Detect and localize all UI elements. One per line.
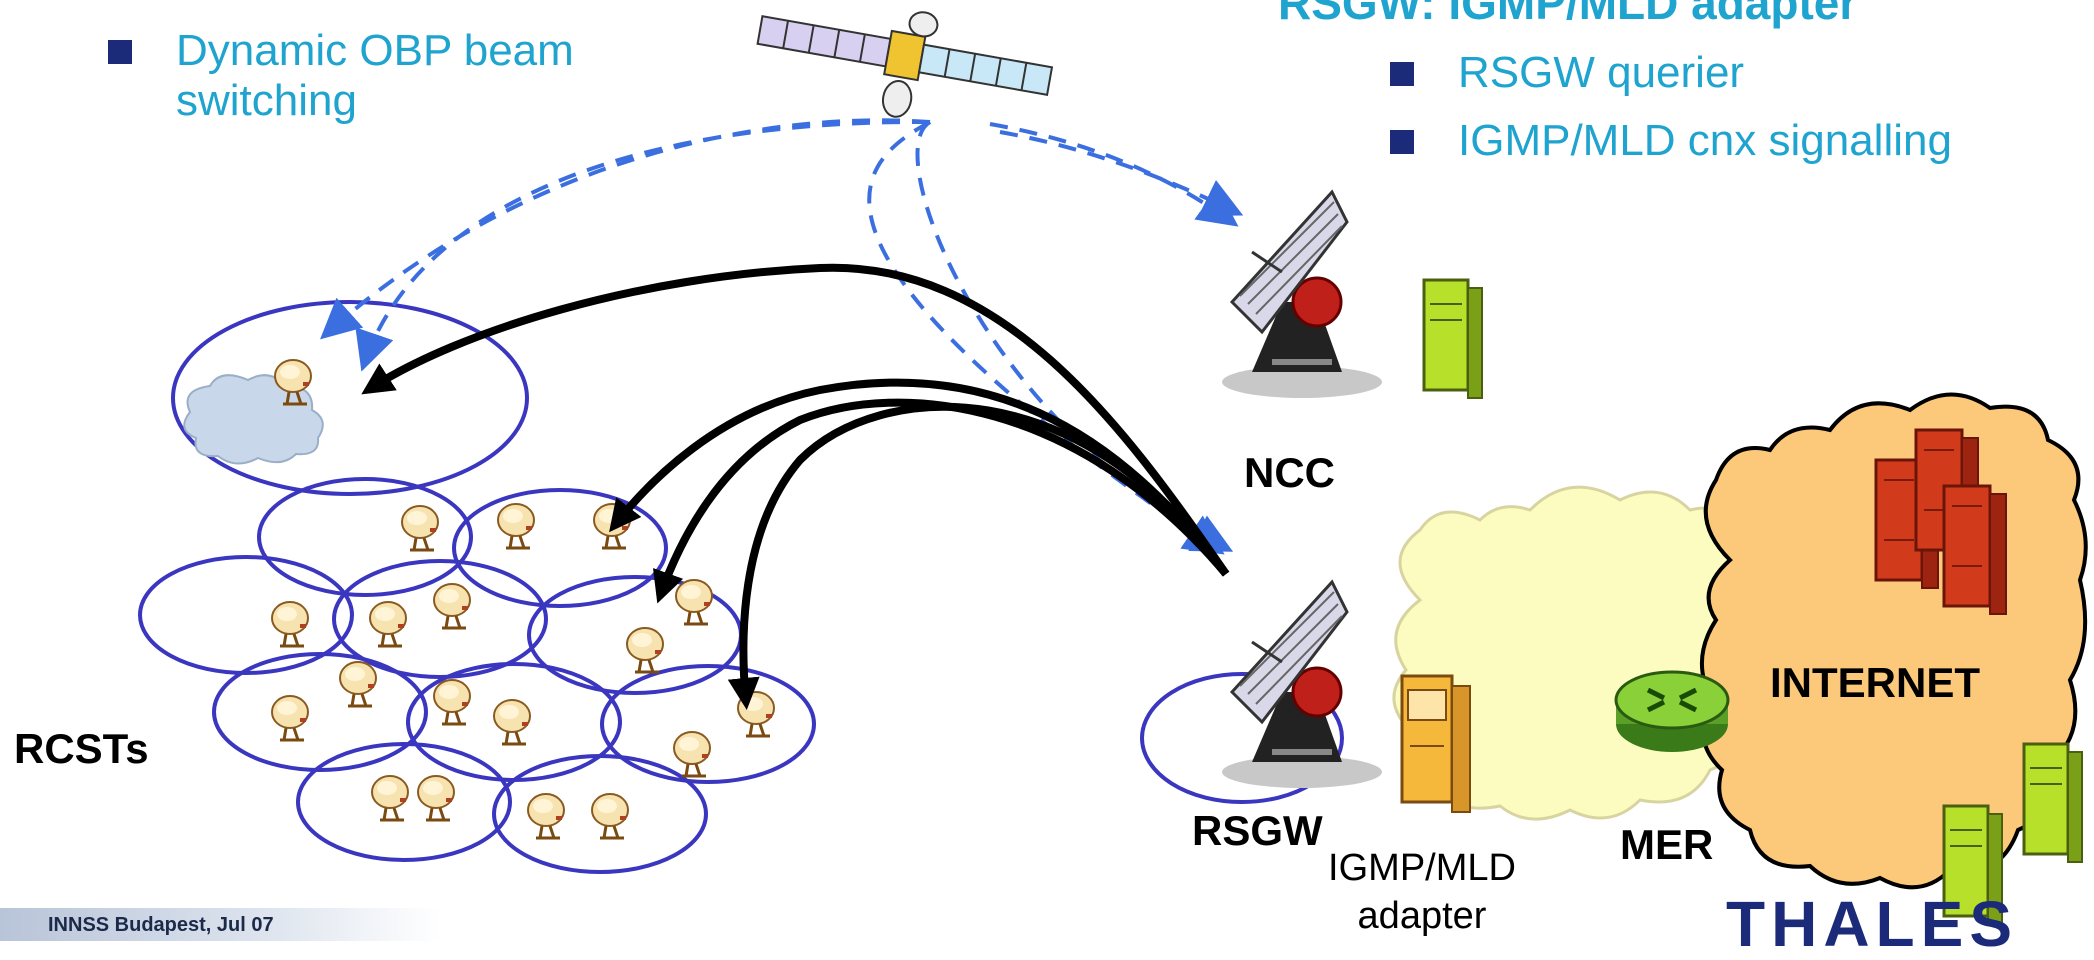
rcst-terminal-icon — [492, 698, 532, 746]
beam-ellipse — [212, 652, 428, 772]
dashed-link — [355, 119, 931, 372]
section-heading: RSGW: IGMP/MLD adapter — [1278, 0, 1858, 29]
thales-logo: THALES — [1726, 888, 2018, 960]
beam-ellipse — [257, 477, 473, 597]
bullet-line: Dynamic OBP beam — [176, 26, 574, 75]
left-bullet-item: Dynamic OBP beam switching — [108, 26, 574, 126]
dashed-link — [999, 130, 1244, 217]
beam-ellipse — [296, 742, 512, 862]
rcst-terminal-icon — [672, 730, 712, 778]
black-arrow — [361, 263, 1230, 577]
right-bullet-list: RSGW querier IGMP/MLD cnx signalling — [1390, 48, 1952, 166]
satellite-icon — [756, 11, 1054, 118]
right-bullet-item: RSGW querier — [1390, 48, 1952, 98]
rcst-terminal-icon — [370, 774, 410, 822]
footer-bar — [0, 908, 440, 941]
adapter-server-icon — [1400, 674, 1471, 813]
beam-ellipses — [138, 300, 1344, 874]
black-arrow — [653, 398, 1230, 604]
ncc-label: NCC — [1244, 449, 1335, 496]
dashed-link — [320, 118, 931, 340]
adapter-label-line: IGMP/MLD — [1328, 847, 1516, 889]
right-bullet-item: IGMP/MLD cnx signalling — [1390, 116, 1952, 166]
beam-ellipse — [138, 555, 354, 675]
rcst-terminal-icon — [625, 626, 665, 674]
beam-ellipse — [452, 488, 668, 608]
bullet-line: switching — [176, 76, 357, 125]
rcst-terminal-icon — [400, 504, 440, 552]
bullet-square-icon — [1390, 62, 1414, 86]
adapter-label: IGMP/MLD adapter — [1312, 844, 1532, 940]
mer-router-icon — [1614, 670, 1730, 752]
rcst-terminal-icon — [496, 502, 536, 550]
rcst-terminal-icon — [368, 600, 408, 648]
rcst-terminal-icon — [526, 792, 566, 840]
footer-text: INNSS Budapest, Jul 07 — [48, 914, 274, 936]
internet-label: INTERNET — [1770, 659, 1980, 706]
black-arrow — [727, 402, 1230, 710]
rcst-terminal-icon — [270, 600, 310, 648]
internet-server-icon — [1942, 484, 2008, 616]
bullet-square-icon — [108, 40, 132, 64]
rcst-terminal-icon — [432, 678, 472, 726]
internet-server-icon — [2022, 742, 2084, 864]
rsgw-label: RSGW — [1192, 807, 1323, 854]
dashed-link — [989, 122, 1239, 227]
beam-ellipse — [332, 559, 548, 679]
multicast-arrows — [361, 263, 1230, 710]
rcst-terminal-icon — [674, 578, 714, 626]
rcst-terminal-icon — [338, 660, 378, 708]
beam-ellipse — [600, 664, 816, 784]
rcst-terminal-icon — [590, 792, 630, 840]
ncc-server-icon — [1422, 278, 1484, 400]
rcsts-label: RCSTs — [14, 725, 149, 772]
rsgw-dish-icon — [1222, 582, 1382, 788]
rcst-terminal-icon — [416, 774, 456, 822]
mer-label: MER — [1620, 821, 1714, 868]
bullet-square-icon — [1390, 130, 1414, 154]
ncc-dish-icon — [1222, 192, 1382, 398]
beam-ellipse — [492, 754, 708, 874]
left-bullet-list: Dynamic OBP beam switching — [108, 26, 574, 126]
beam-ellipse — [1140, 672, 1344, 804]
rcst-terminal-icon — [270, 694, 310, 742]
rcst-terminal-icon — [432, 582, 472, 630]
adapter-label-line: adapter — [1357, 895, 1487, 937]
